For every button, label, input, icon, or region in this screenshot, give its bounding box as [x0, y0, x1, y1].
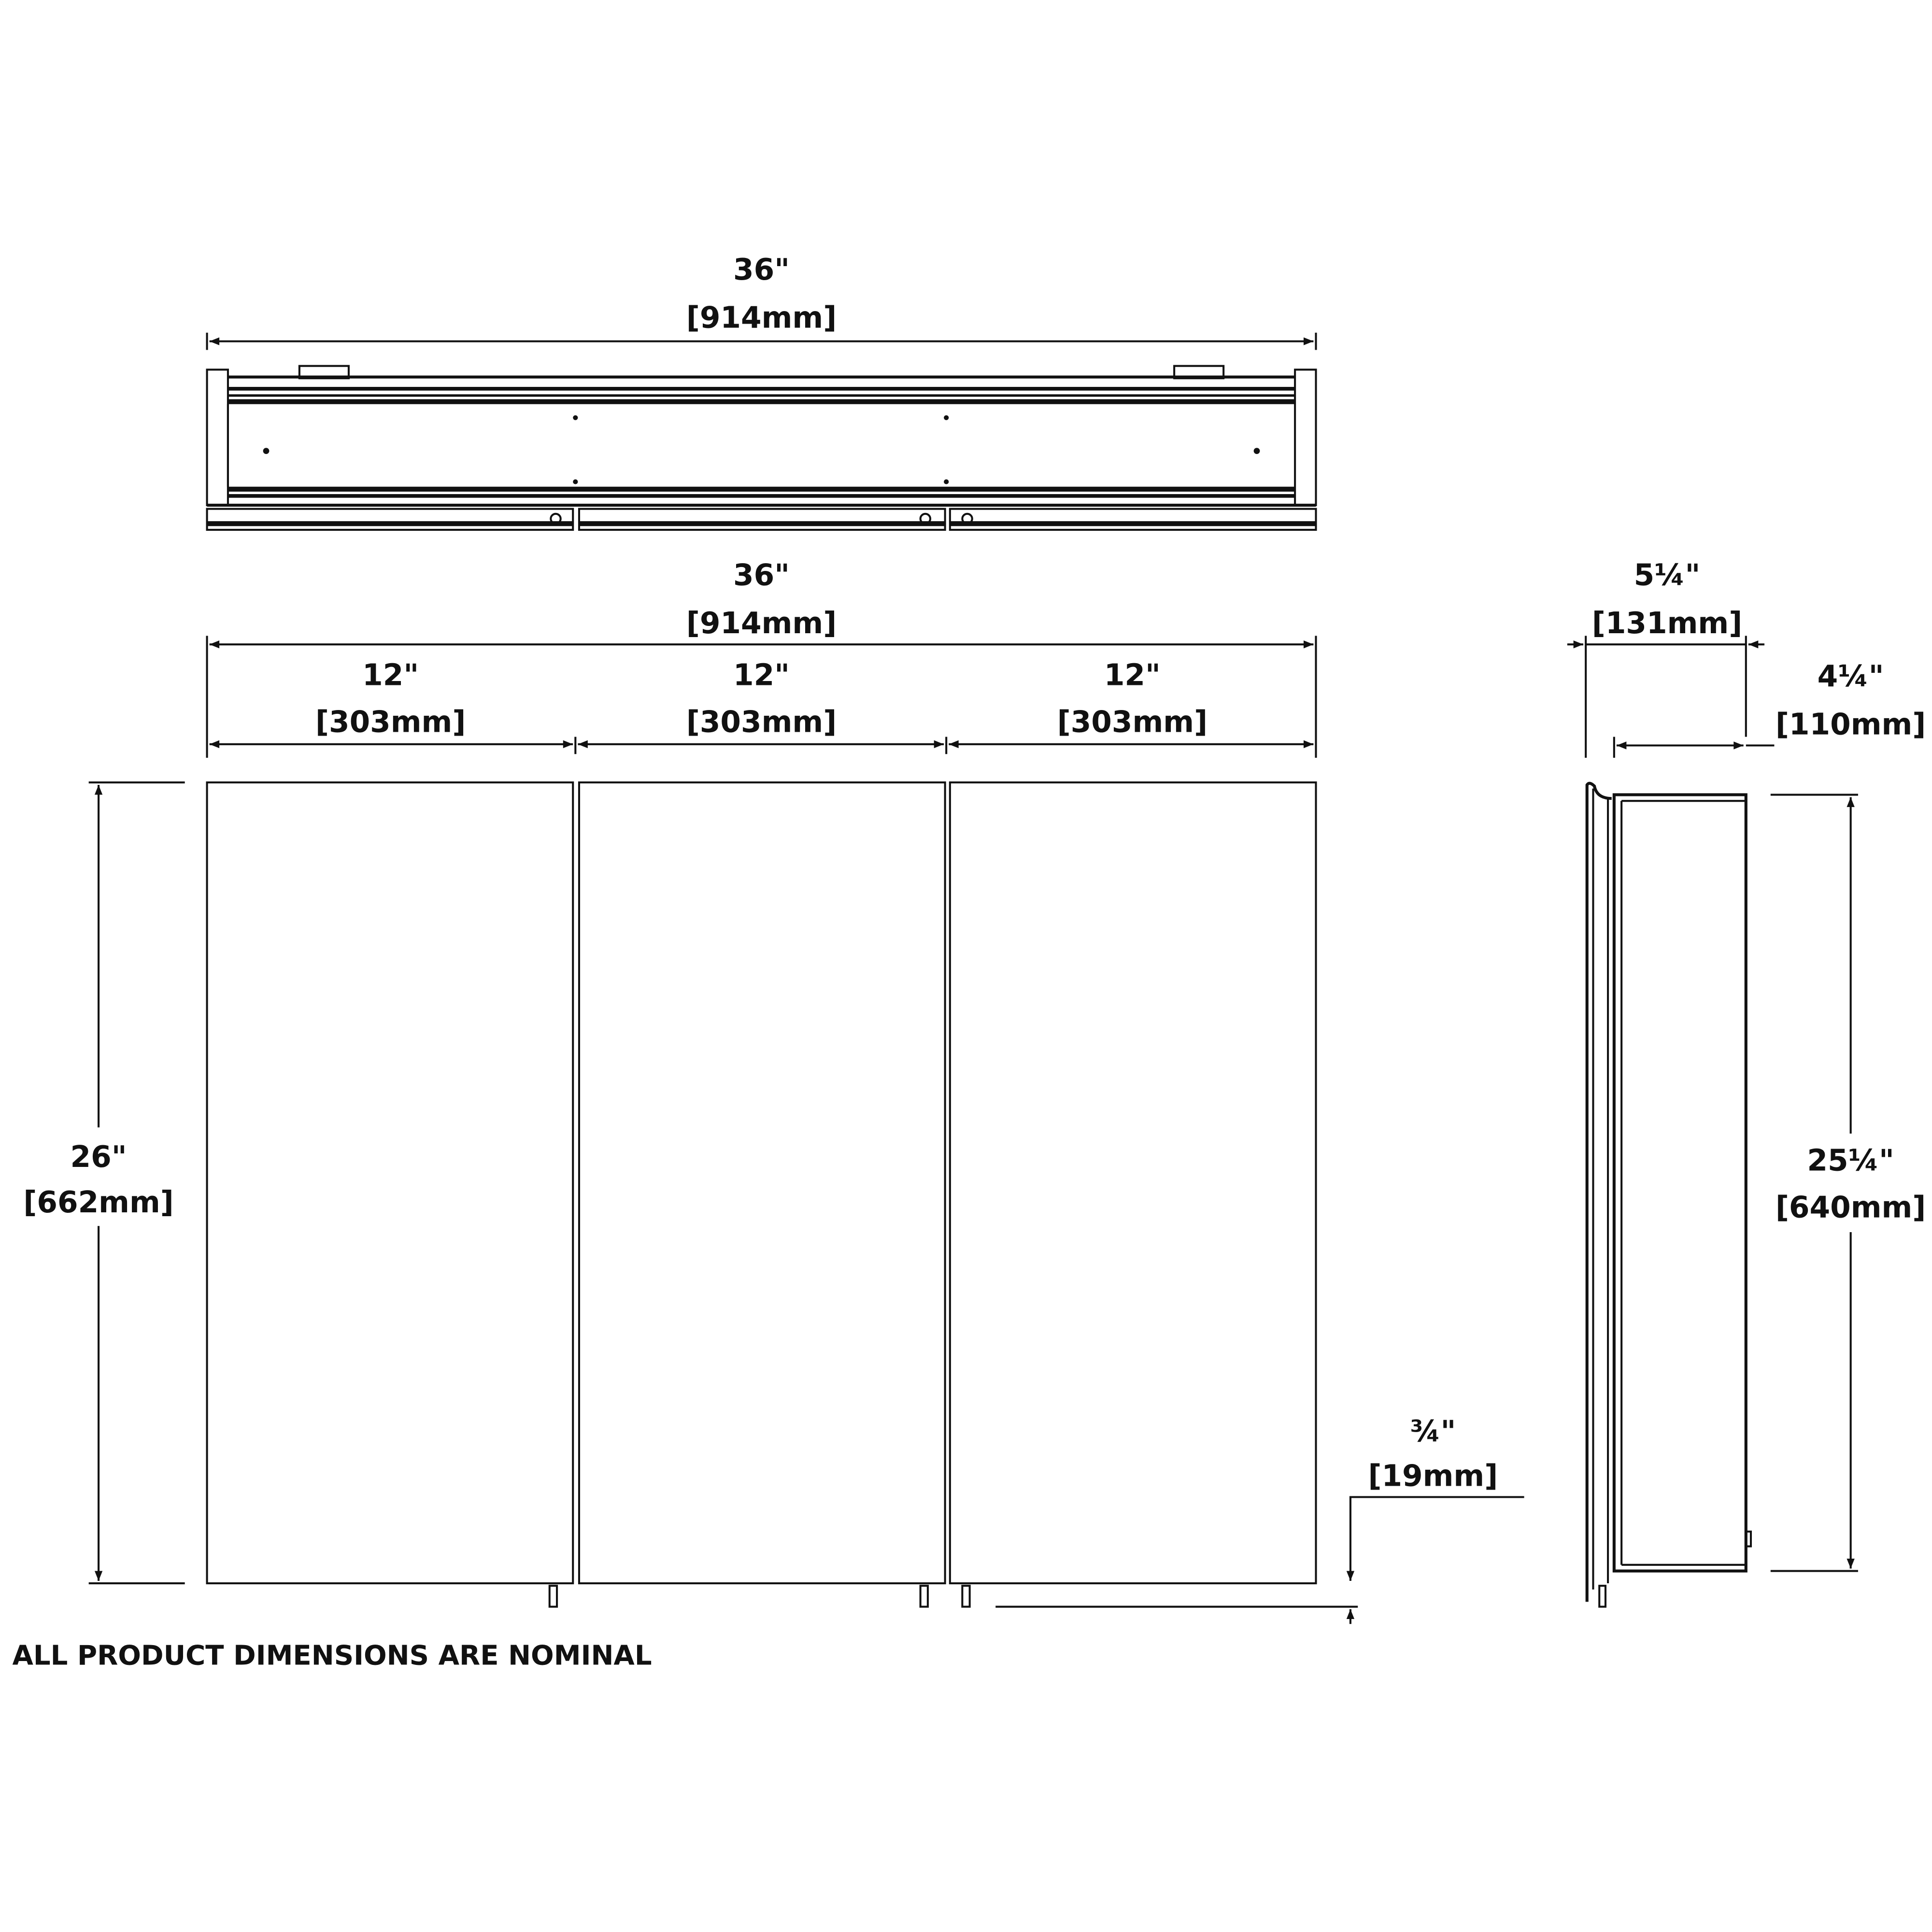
door-center	[578, 781, 946, 1585]
box-depth-in: 4¼"	[1818, 659, 1884, 694]
front-view: 36" [914mm] 12" [303mm] 12" [303mm] 12" …	[22, 558, 1524, 1624]
depth-mm: [131mm]	[1592, 606, 1742, 640]
side-cabinet-box	[1612, 793, 1747, 1573]
height-mm: [662mm]	[23, 1185, 173, 1220]
hinge-pin	[961, 1585, 971, 1608]
box-depth-mm: [110mm]	[1776, 707, 1926, 741]
overall-width-mm: [914mm]	[686, 606, 837, 640]
box-height-in: 25¼"	[1807, 1143, 1894, 1178]
top-view: 36" [914mm]	[206, 253, 1317, 531]
side-view: 5¼" [131mm] 4¼" [110mm] 25¼" [640mm]	[1567, 558, 1927, 1608]
door-2-width-mm: [303mm]	[686, 705, 837, 739]
top-view-body	[206, 365, 1317, 531]
door-1-width-in: 12"	[362, 658, 419, 692]
hinge-pin	[919, 1585, 929, 1608]
hinge-pin	[548, 1585, 558, 1608]
height-in: 26"	[71, 1140, 127, 1174]
offset-mm: [19mm]	[1368, 1459, 1498, 1493]
door-2-width-in: 12"	[733, 658, 790, 692]
door-3-width-in: 12"	[1104, 658, 1161, 692]
door-left	[206, 781, 574, 1585]
depth-in: 5¼"	[1634, 558, 1701, 593]
door-right	[949, 781, 1317, 1585]
door-3-width-mm: [303mm]	[1057, 705, 1208, 739]
top-width-in: 36"	[733, 253, 790, 287]
side-door-profile	[1585, 781, 1612, 1602]
top-width-mm: [914mm]	[686, 301, 837, 335]
nominal-dimensions-note: ALL PRODUCT DIMENSIONS ARE NOMINAL	[13, 1640, 652, 1671]
box-height-mm: [640mm]	[1776, 1190, 1926, 1224]
offset-in: ¾"	[1410, 1415, 1456, 1449]
offset-leader	[1346, 1496, 1524, 1581]
door-1-width-mm: [303mm]	[315, 705, 466, 739]
overall-width-in: 36"	[733, 558, 790, 593]
